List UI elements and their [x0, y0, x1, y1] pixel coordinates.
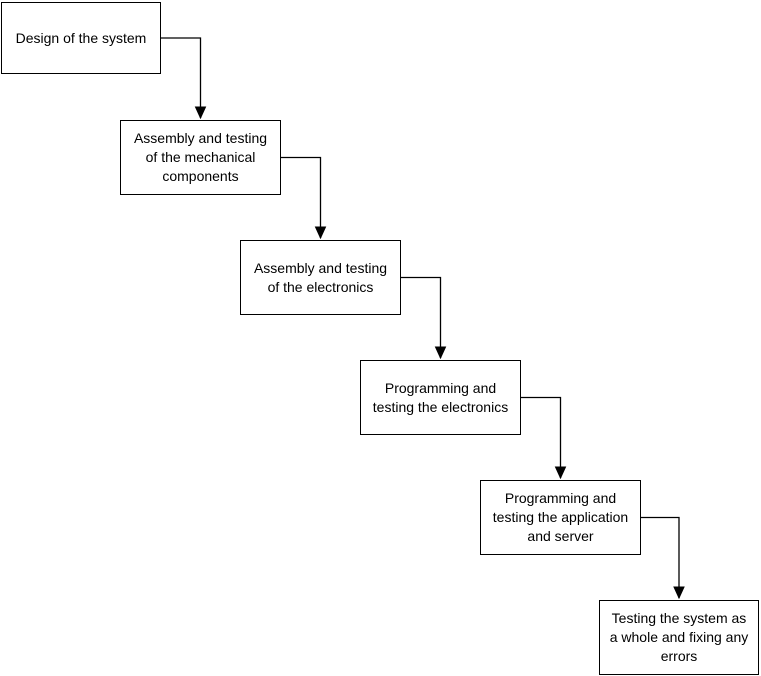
connector-electronics-to-programming [401, 276, 441, 359]
flowchart-node-programming-electronics: Programming and testing the electronics [360, 360, 521, 435]
flowchart-node-programming-application: Programming and testing the application … [480, 480, 641, 555]
flowchart-node-assembly-electronics: Assembly and testing of the electronics [240, 240, 401, 315]
node-label-programming-electronics: Programming and testing the electronics [372, 379, 509, 415]
flowchart-node-testing-whole-system: Testing the system as a whole and fixing… [599, 600, 759, 675]
connector-programming-to-application [521, 396, 561, 479]
connector-mechanical-to-electronics [281, 156, 321, 239]
connector-design-to-mechanical [161, 37, 201, 118]
flowchart-node-design-system: Design of the system [1, 2, 161, 74]
node-label-testing-whole-system: Testing the system as a whole and fixing… [609, 610, 749, 664]
node-label-assembly-electronics: Assembly and testing of the electronics [253, 259, 388, 295]
node-label-design-system: Design of the system [15, 29, 147, 46]
node-label-assembly-mechanical: Assembly and testing of the mechanical c… [133, 130, 268, 184]
node-label-programming-application: Programming and testing the application … [492, 490, 629, 544]
flowchart-node-assembly-mechanical: Assembly and testing of the mechanical c… [120, 120, 281, 195]
connector-application-to-testing [641, 516, 679, 599]
